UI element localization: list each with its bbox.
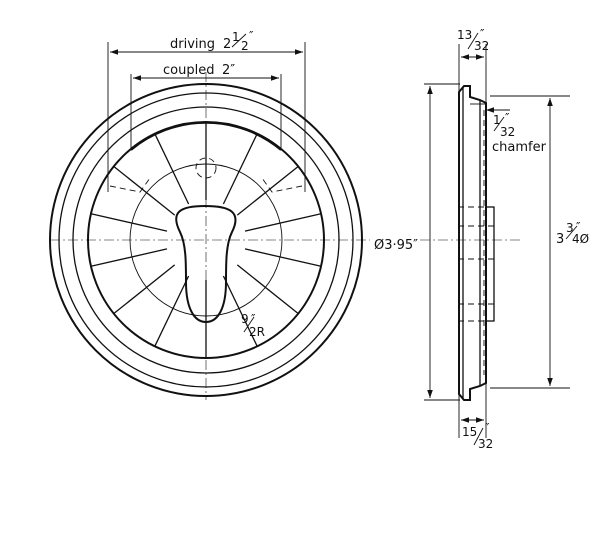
balance-weight-edge — [130, 121, 282, 151]
tyre-inner-edge — [58, 92, 354, 388]
spoke — [154, 133, 190, 205]
chamfer-label: chamfer — [492, 140, 547, 155]
top-thickness-fraction-bar — [467, 32, 479, 50]
outer-rim — [49, 83, 363, 397]
crank-pin-circle — [195, 157, 217, 179]
radius-denominator: 2R — [249, 325, 265, 339]
inner-dia-whole: 3 — [556, 232, 564, 247]
inner-dia-denominator: 4Ø — [572, 232, 589, 246]
bottom-thickness-inch-mark: ″ — [485, 421, 490, 435]
driving-label: driving — [170, 37, 215, 52]
radius-numerator: 9 — [241, 312, 249, 326]
spoke — [90, 248, 168, 267]
chamfer-inch-mark: ″ — [505, 111, 510, 125]
balance-weight-hidden-right — [261, 177, 303, 193]
balance-weight-hidden-left — [109, 177, 151, 193]
spoke — [236, 264, 299, 315]
spoke — [222, 275, 258, 347]
spoke — [154, 275, 190, 347]
driving-inch-mark: ″ — [249, 29, 254, 43]
spokes — [90, 122, 322, 358]
spoke — [244, 213, 322, 232]
coupled-value: 2″ — [222, 63, 235, 78]
spoke — [113, 264, 176, 315]
top-thickness-numerator: 13 — [457, 28, 472, 42]
boss-outline — [175, 204, 237, 324]
spoke — [244, 248, 322, 267]
top-thickness-denominator: 32 — [474, 39, 489, 53]
outer-dia-label: Ø3·95″ — [374, 238, 418, 253]
spoke — [113, 165, 176, 216]
inner-dia-inch-mark: ″ — [576, 220, 581, 234]
driving-numerator: 1 — [232, 30, 240, 44]
chamfer-denominator: 32 — [500, 125, 515, 139]
rim-outer-edge — [72, 106, 340, 374]
side-view: Ø3·95″ 3 3 4Ø ″ 13 32 ″ 1 32 ″ chamfer 1… — [374, 27, 589, 451]
spoke — [90, 213, 168, 232]
driving-whole: 2 — [223, 37, 231, 52]
bottom-thickness-denominator: 32 — [478, 437, 493, 451]
chamfer-numerator: 1 — [493, 113, 501, 127]
inner-dia-fraction-bar — [565, 225, 578, 240]
bottom-thickness-fraction-bar — [473, 427, 484, 446]
chamfer-fraction-bar — [493, 116, 505, 132]
radius-inch-mark: ″ — [251, 312, 256, 326]
spoke — [222, 133, 258, 205]
front-view: driving 2 1 2 ″ coupled 2″ 9 2R ″ — [49, 29, 370, 400]
driving-fraction-bar — [231, 33, 247, 48]
radius-fraction-bar — [243, 316, 255, 333]
coupled-label: coupled — [163, 63, 214, 78]
inner-dia-numerator: 3 — [566, 221, 574, 235]
top-thickness-inch-mark: ″ — [480, 27, 485, 41]
spoke — [236, 165, 299, 216]
driving-denominator: 2 — [241, 39, 249, 53]
bottom-thickness-numerator: 15 — [462, 425, 477, 439]
